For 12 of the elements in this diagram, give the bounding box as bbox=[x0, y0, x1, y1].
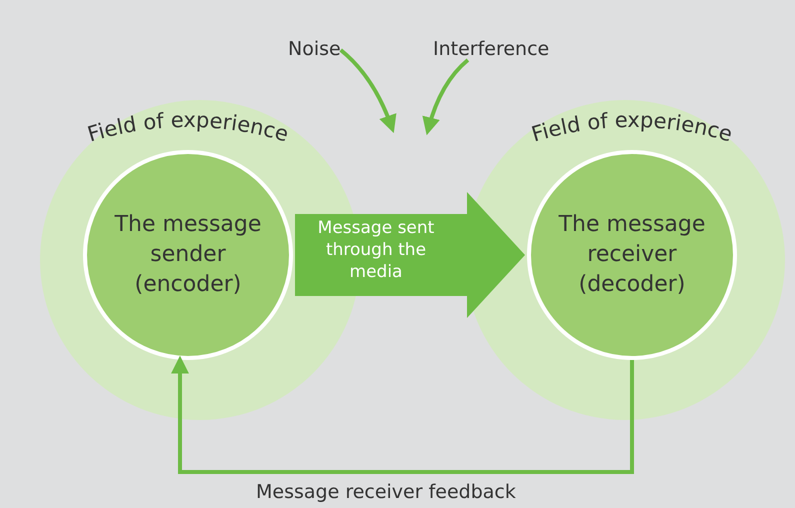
arrow bbox=[339, 48, 396, 134]
circle-heading: Field of experience bbox=[528, 108, 736, 147]
block-arrow bbox=[295, 192, 525, 318]
edge-label: Message receiver feedback bbox=[256, 481, 516, 503]
edge-label: Message sent through the media bbox=[316, 217, 436, 283]
arrow bbox=[171, 356, 634, 474]
noise-label: Interference bbox=[433, 38, 550, 60]
circle-heading: Field of experience bbox=[84, 108, 292, 147]
node-text: The message sender (encoder) bbox=[114, 211, 262, 299]
arrow bbox=[422, 58, 470, 136]
node-text: The message receiver (decoder) bbox=[558, 211, 706, 299]
noise-label: Noise bbox=[288, 38, 341, 60]
